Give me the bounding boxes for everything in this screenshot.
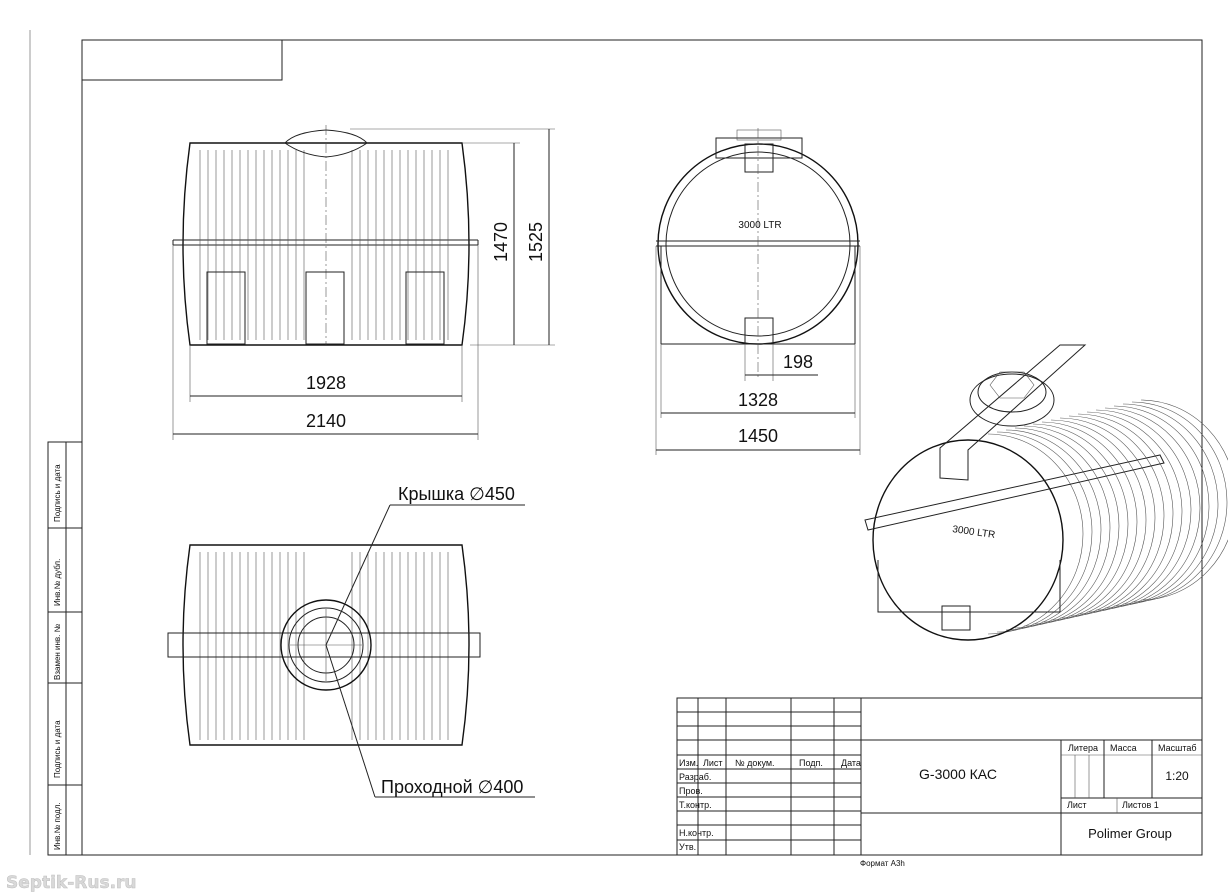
- scale-label: Масштаб: [1158, 743, 1197, 753]
- front-dimensions: 1470 1525 1928 2140: [172, 128, 555, 440]
- side-dimensions: 198 1328 1450: [655, 246, 861, 455]
- side-view: 3000 LTR: [656, 128, 860, 380]
- side-stamp-3: Взамен инв. №: [53, 623, 62, 680]
- row-prov: Пров.: [679, 786, 703, 796]
- front-view: [172, 125, 479, 346]
- sheets-label: Листов 1: [1122, 800, 1159, 810]
- format-label: Формат А3h: [860, 859, 905, 868]
- row-tkontr: Т.контр.: [679, 800, 712, 810]
- side-stamp-2: Инв.№ дубл.: [53, 559, 62, 606]
- dim-width-outer: 2140: [306, 411, 346, 431]
- mass-label: Масса: [1110, 743, 1137, 753]
- row-razrab: Разраб.: [679, 772, 711, 782]
- top-view: Крышка ∅450 Проходной ∅400: [167, 484, 535, 798]
- side-stamp-1: Подпись и дата: [53, 464, 62, 522]
- dim-side-small: 198: [783, 352, 813, 372]
- col-list: Лист: [703, 758, 723, 768]
- watermark: Septik-Rus.ru: [6, 873, 137, 893]
- dim-height-outer: 1525: [526, 222, 546, 262]
- col-izm: Изм.: [679, 758, 698, 768]
- col-sign: Подп.: [799, 758, 823, 768]
- tank-label-iso: 3000 LTR: [952, 524, 996, 541]
- dim-height-inner: 1470: [491, 222, 511, 262]
- company: Polimer Group: [1088, 826, 1172, 841]
- title-block: Изм. Лист № докум. Подп. Дата Разраб. Пр…: [676, 697, 1203, 868]
- dim-side-inner: 1328: [738, 390, 778, 410]
- isometric-view: 3000 LTR: [864, 344, 1228, 641]
- col-date: Дата: [841, 758, 861, 768]
- tank-label-side: 3000 LTR: [738, 220, 781, 231]
- side-stamp-5: Инв.№ подл.: [53, 802, 62, 850]
- designation: G-3000 КАС: [919, 766, 997, 782]
- callout-pass: Проходной ∅400: [381, 777, 523, 797]
- dim-side-outer: 1450: [738, 426, 778, 446]
- leader-lid: [325, 504, 391, 646]
- scale-value: 1:20: [1165, 769, 1189, 783]
- dim-width-inner: 1928: [306, 373, 346, 393]
- side-stamp-4: Подпись и дата: [53, 720, 62, 778]
- row-nkontr: Н.контр.: [679, 828, 714, 838]
- side-stamp: Подпись и дата Инв.№ дубл. Взамен инв. №…: [47, 441, 83, 856]
- litera-label: Литера: [1068, 743, 1098, 753]
- top-left-stamp: [81, 39, 283, 81]
- leader-pass: [325, 644, 376, 798]
- row-utv: Утв.: [679, 842, 696, 852]
- sheet-frame: [81, 39, 1203, 856]
- col-doc: № докум.: [735, 758, 775, 768]
- callout-lid: Крышка ∅450: [398, 484, 515, 504]
- sheet-label: Лист: [1067, 800, 1087, 810]
